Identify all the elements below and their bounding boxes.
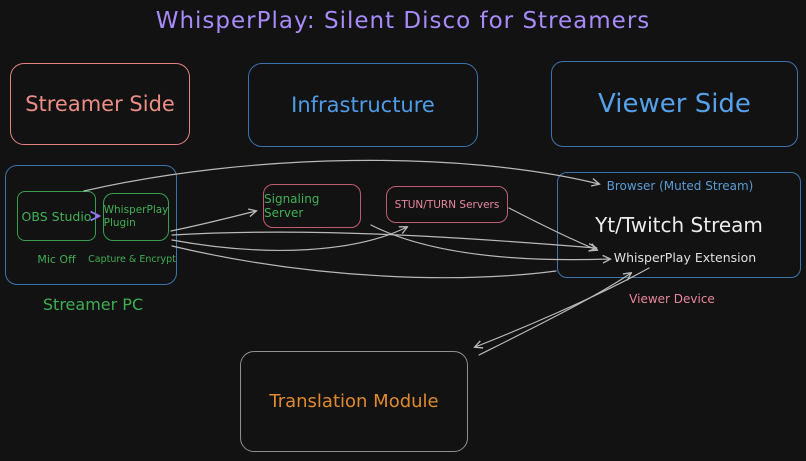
viewer-side-group: Viewer Side: [551, 61, 798, 147]
infrastructure-label: Infrastructure: [291, 93, 435, 117]
edge-translation-to-extension: [478, 273, 631, 356]
stun-turn-node: STUN/TURN Servers: [386, 186, 508, 223]
whisperplay-plugin-node: WhisperPlay Plugin: [103, 193, 169, 241]
capture-encrypt-status: Capture & Encrypt: [88, 254, 176, 265]
edge-plugin-to-signaling: [170, 211, 256, 232]
viewer-side-label: Viewer Side: [598, 89, 751, 119]
viewer-device-caption: Viewer Device: [629, 292, 715, 306]
edge-plugin-to-viewer-device: [171, 245, 557, 279]
whisperplay-plugin-label: WhisperPlay Plugin: [103, 203, 169, 229]
mic-off-status: Mic Off: [37, 253, 76, 266]
translation-module-label: Translation Module: [269, 391, 439, 412]
edge-plugin-to-extension: [171, 231, 596, 248]
signaling-server-label: Signaling Server: [264, 192, 320, 220]
obs-studio-label: OBS Studio: [21, 208, 92, 224]
signaling-server-node: Signaling Server: [263, 184, 361, 228]
infrastructure-group: Infrastructure: [248, 63, 478, 147]
streamer-pc-caption: Streamer PC: [42, 295, 144, 314]
streamer-side-label: Streamer Side: [25, 92, 175, 116]
obs-studio-node: OBS Studio: [17, 191, 96, 241]
streamer-side-group: Streamer Side: [10, 63, 190, 145]
translation-module-node: Translation Module: [240, 351, 468, 452]
edge-extension-to-translation: [475, 267, 650, 347]
edge-plugin-to-stunturn: [171, 227, 407, 251]
stun-turn-label: STUN/TURN Servers: [394, 198, 500, 211]
diagram-title: WhisperPlay: Silent Disco for Streamers: [155, 8, 651, 34]
yt-twitch-stream-label: Yt/Twitch Stream: [595, 213, 763, 237]
whisperplay-extension-label: WhisperPlay Extension: [613, 250, 757, 265]
browser-muted-stream-label: Browser (Muted Stream): [606, 179, 754, 193]
